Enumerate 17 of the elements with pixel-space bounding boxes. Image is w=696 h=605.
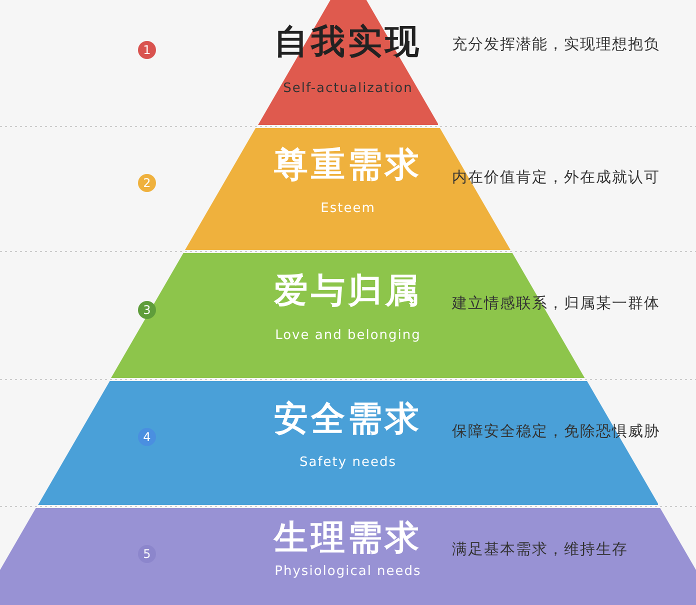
tier-subtitle: Esteem bbox=[320, 200, 376, 216]
step-number: 1 bbox=[138, 41, 156, 60]
tier-subtitle: Physiological needs bbox=[274, 564, 422, 580]
tier-title: 生理需求 bbox=[274, 517, 422, 560]
tier-subtitle: Self-actualization bbox=[283, 80, 413, 96]
tier-title: 尊重需求 bbox=[274, 144, 422, 188]
tier-title: 安全需求 bbox=[274, 398, 422, 441]
tier-title: 爱与归属 bbox=[274, 270, 422, 313]
tier-description: 充分发挥潜能，实现理想抱负 bbox=[452, 34, 660, 54]
pyramid-tier bbox=[0, 508, 696, 605]
tier-description: 内在价值肯定，外在成就认可 bbox=[452, 168, 660, 188]
pyramid-tier bbox=[38, 381, 658, 505]
tier-description: 满足基本需求，维持生存 bbox=[452, 540, 628, 559]
step-number: 2 bbox=[138, 174, 156, 192]
step-number: 3 bbox=[138, 300, 156, 318]
tier-subtitle: Safety needs bbox=[300, 454, 396, 470]
tier-subtitle: Love and belonging bbox=[275, 328, 421, 342]
